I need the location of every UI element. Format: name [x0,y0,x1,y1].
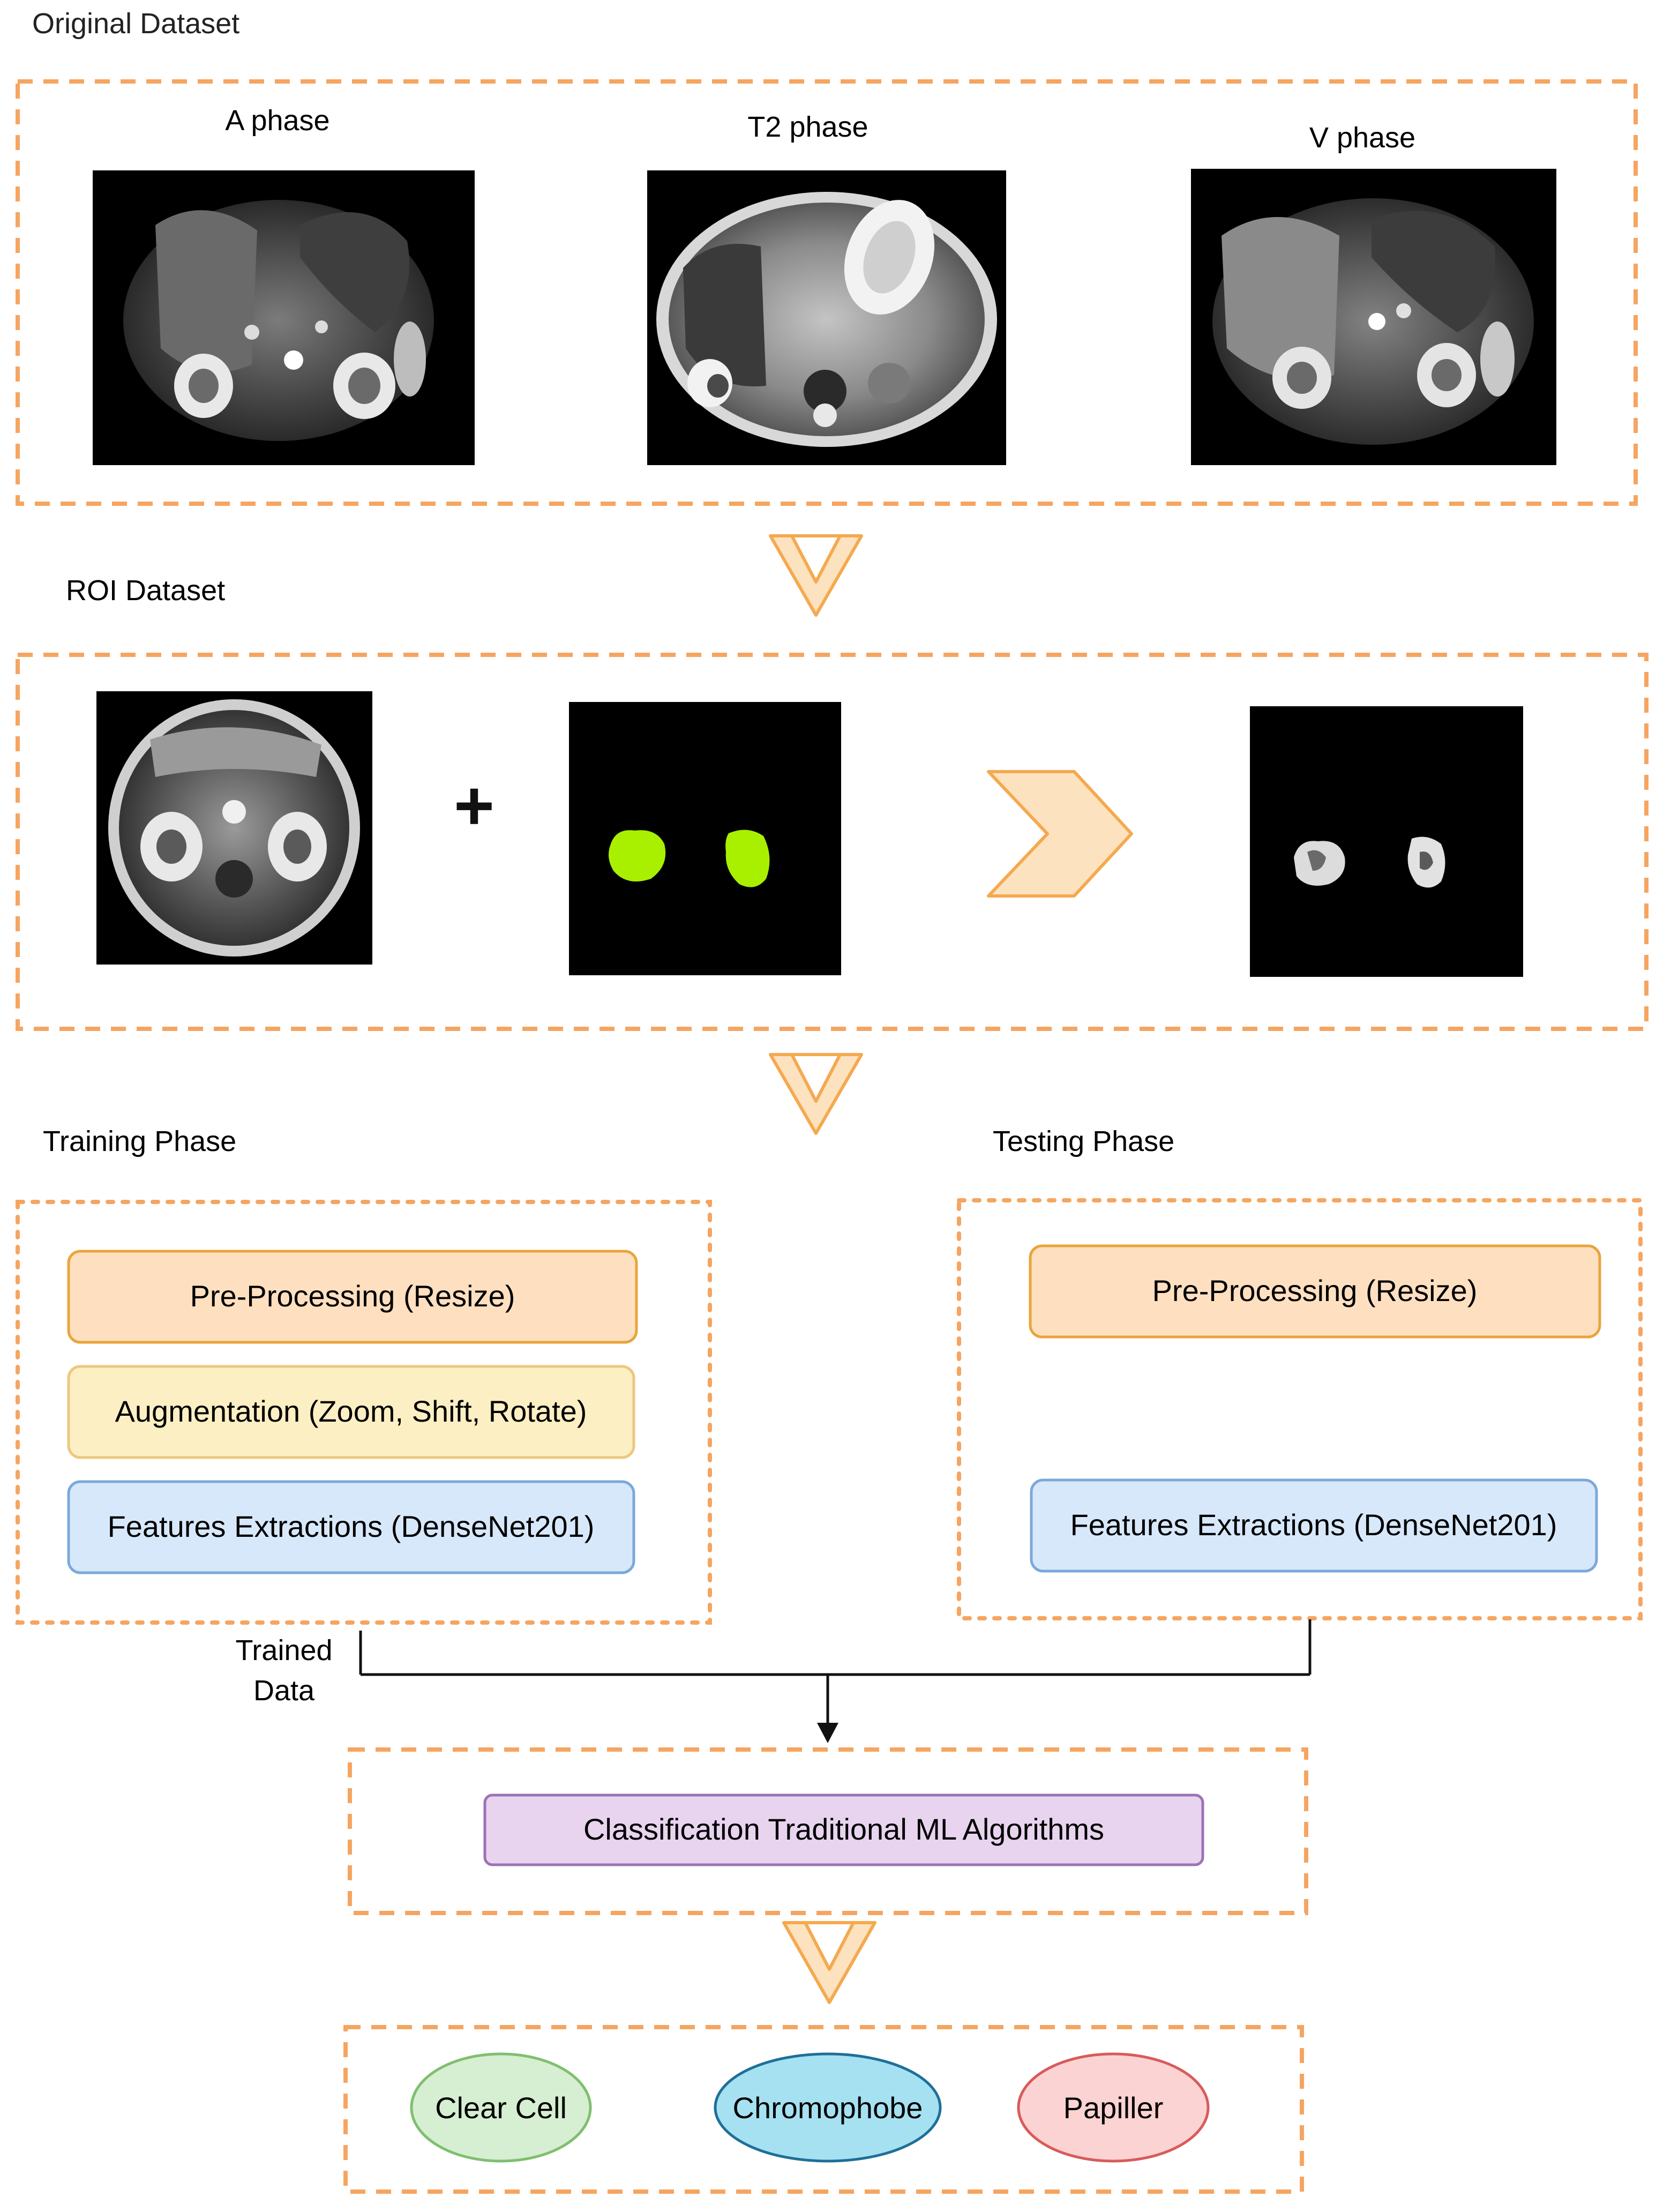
testing-phase-title: Testing Phase [993,1125,1174,1157]
classification-frame [348,1747,1308,1915]
testing-phase-frame [957,1198,1643,1620]
outputs-frame [343,2025,1304,2194]
merge-connector [359,1619,1312,1728]
training-augmentation-box [67,1365,635,1459]
training-phase-title: Training Phase [43,1125,236,1157]
down-chevron-icon-1 [769,534,863,617]
training-augmentation-label: Augmentation (Zoom, Shift, Rotate) [115,1394,587,1428]
a-phase-mri-image [93,170,475,465]
training-preprocessing-box [67,1250,638,1344]
testing-feature-extraction-label: Features Extractions (DenseNet201) [1070,1508,1557,1542]
roi-dataset-title: ROI Dataset [66,574,225,607]
original-dataset-frame [16,79,1638,506]
plus-sign: + [454,766,494,845]
roi-source-mri-image [96,691,372,965]
trained-data-label-line1: Trained [235,1634,332,1667]
training-feature-extraction-box [67,1480,635,1574]
down-chevron-icon-3 [782,1921,876,2004]
clear-cell-ellipse [410,2052,592,2163]
roi-mask-image [569,702,841,975]
roi-extracted-image [1250,706,1523,977]
testing-preprocessing-box [1029,1244,1601,1339]
down-chevron-icon-2 [769,1053,863,1135]
papiller-ellipse [1017,2052,1210,2163]
papiller-label: Papiller [1063,2091,1164,2125]
chromophobe-ellipse [714,2052,942,2163]
v-phase-label: V phase [1309,122,1415,154]
classification-label: Classification Traditional ML Algorithms [583,1812,1104,1846]
training-feature-extraction-label: Features Extractions (DenseNet201) [108,1509,595,1543]
trained-data-label-line2: Data [253,1675,315,1707]
testing-feature-extraction-box [1030,1478,1598,1573]
classification-box [483,1793,1204,1866]
testing-preprocessing-label: Pre-Processing (Resize) [1152,1274,1478,1307]
down-arrow-icon [817,1723,838,1743]
chromophobe-label: Chromophobe [733,2091,923,2125]
t2-phase-label: T2 phase [747,111,868,143]
roi-dataset-frame [16,653,1648,1031]
original-dataset-title: Original Dataset [32,8,239,40]
t2-phase-mri-image [647,170,1006,465]
v-phase-mri-image [1191,169,1556,465]
training-preprocessing-label: Pre-Processing (Resize) [190,1279,515,1313]
right-chevron-icon [987,770,1133,898]
clear-cell-label: Clear Cell [435,2091,567,2125]
training-phase-frame [16,1200,712,1625]
a-phase-label: A phase [225,104,329,137]
